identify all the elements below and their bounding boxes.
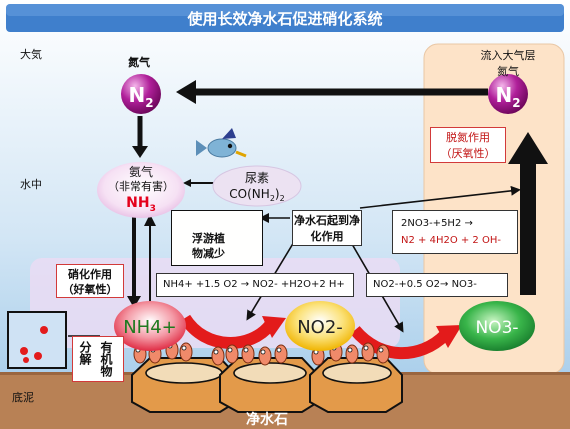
organic-particle [23,357,29,363]
red-arrow-nh4-to-no2 [179,314,275,349]
denitrification-line2: （厌氧性） [440,147,496,160]
page-title: 使用长效净水石促进硝化系统 [186,10,382,28]
organic-decomposition-box: 分解 有机物 [72,336,124,382]
red-arrow-no2-to-no3 [350,325,450,360]
nitrification-line2: （好氧性） [62,283,118,296]
purification-stone [309,357,403,413]
stone-role-line1: 净水石起到净 [294,214,360,227]
arrow-head-left [176,80,196,104]
urea-label: 尿素 [245,171,269,185]
atmosphere-label: 大気 [20,48,42,61]
denitr-eq-line1: 2NO3-+5H2 → [401,218,473,229]
ammonium-equation-box: NH4+ +1.5 O2 → NO2- +H2O+2 H+ [156,273,354,297]
denitrification-box: 脱氮作用 （厌氧性） [430,127,506,163]
n2-right-caption: 流入大气层 氮气 [470,47,546,79]
n2-top-caption: 氮气 [128,56,150,69]
nitrification-line1: 硝化作用 [68,268,112,281]
fish-icon [196,128,247,158]
no3-ion-label: NO3- [475,318,518,338]
arrow-head-up [144,214,156,226]
water-label: 水中 [20,178,42,191]
organic-col2: 有机物 [99,341,113,377]
denitrification-line1: 脱氮作用 [446,131,490,144]
nh3-label-line1: 氨气 [129,164,153,179]
arrow-no3-to-n2 [520,160,536,295]
nh3-label-line2: （非常有害） [108,179,174,193]
organic-particle [20,347,28,355]
urea-ellipse [212,165,302,207]
no2-ion-label: NO2- [297,317,343,338]
red-arrow-head-1 [262,316,286,338]
arrow-head-down [132,146,148,158]
n2-formula-top: N2 [128,83,153,110]
title-bar-highlight [6,4,564,16]
arrow-stone-to-denitr [359,185,521,209]
arrow-head-down-2 [127,296,141,308]
organic-particle [40,326,48,334]
nitrite-equation-box: NO2-+0.5 O2→ NO3- [366,273,508,297]
n2-right-caption-line2: 氮气 [497,65,519,78]
stone-role-box: 净水石起到净 化作用 [292,210,362,246]
organic-col1: 分解 [78,341,92,365]
purification-stone [219,357,319,413]
plankton-box: 浮游植 物减少 [171,210,263,266]
nh4-ion-label: NH4+ [123,317,177,338]
denitr-eq-line2: N2 + 4H2O + 2 OH- [401,235,501,246]
no3-ball [459,301,535,351]
stone-bottom-label: 净水石 [246,411,288,428]
no2-ball [285,301,355,351]
n2-ball-top [121,74,161,114]
sediment-label: 底泥 [12,391,34,404]
n2-formula-right: N2 [495,83,520,110]
urea-formula: CO(NH2)2 [229,187,284,203]
red-arrow-head-2 [436,325,462,348]
nitrification-box: 硝化作用 （好氧性） [56,264,124,298]
stone-role-line2: 化作用 [310,230,344,243]
organic-particle [34,352,42,360]
n2-right-caption-line1: 流入大气层 [480,49,536,62]
nh4-ball [114,301,186,351]
nh3-ellipse [97,162,185,218]
denitrification-equation-box: 2NO3-+5H2 → N2 + 4H2O + 2 OH- [392,210,518,254]
nh3-formula: NH3 [126,195,156,214]
arrow-head-up-big [508,132,548,164]
plankton-line2: 物减少 [192,247,225,260]
plankton-line1: 浮游植 [192,232,225,245]
n2-ball-right [488,74,528,114]
